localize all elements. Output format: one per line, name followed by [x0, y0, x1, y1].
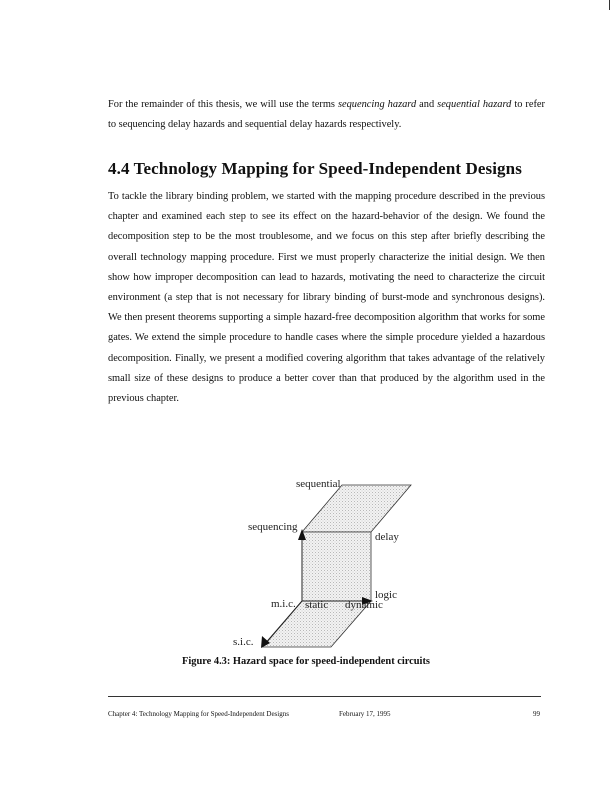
term-sequencing-hazard: sequencing hazard — [337, 99, 417, 110]
footer-date: February 17, 1995 — [339, 710, 391, 718]
term-sequential-hazard: sequential hazard — [437, 99, 512, 110]
vertical-axis-arrowhead — [298, 529, 306, 540]
top-plane — [301, 484, 412, 533]
intro-text-middle: and — [416, 99, 438, 110]
footer-divider — [108, 696, 541, 697]
label-dynamic: dynamic — [345, 599, 383, 611]
figure-caption: Figure 4.3: Hazard space for speed-indep… — [182, 656, 430, 667]
label-logic: logic — [375, 589, 397, 601]
page-edge-mark — [609, 0, 610, 10]
diagonal-axis-line — [265, 600, 303, 644]
bottom-plane — [261, 600, 372, 648]
intro-text-after: to refer to sequencing delay hazards and… — [108, 99, 546, 131]
footer-chapter-title: Chapter 4: Technology Mapping for Speed-… — [108, 710, 289, 718]
diagonal-axis-arrowhead — [261, 636, 270, 648]
intro-text-before: For the remainder of this thesis, we wil… — [108, 99, 338, 110]
horizontal-axis-arrowhead — [362, 597, 373, 605]
label-mic: m.i.c. — [271, 598, 296, 610]
label-sequencing: sequencing — [248, 521, 298, 533]
label-sequential: sequential — [296, 478, 341, 490]
footer-page-number: 99 — [533, 710, 540, 718]
label-delay: delay — [375, 531, 399, 543]
label-sic: s.i.c. — [233, 636, 254, 648]
section-heading: 4.4 Technology Mapping for Speed-Indepen… — [108, 159, 522, 178]
section-body-paragraph: To tackle the library binding problem, w… — [108, 191, 545, 405]
intro-paragraph: For the remainder of this thesis, we wil… — [108, 95, 545, 135]
label-static: static — [305, 599, 328, 611]
vertical-plane — [301, 531, 372, 602]
